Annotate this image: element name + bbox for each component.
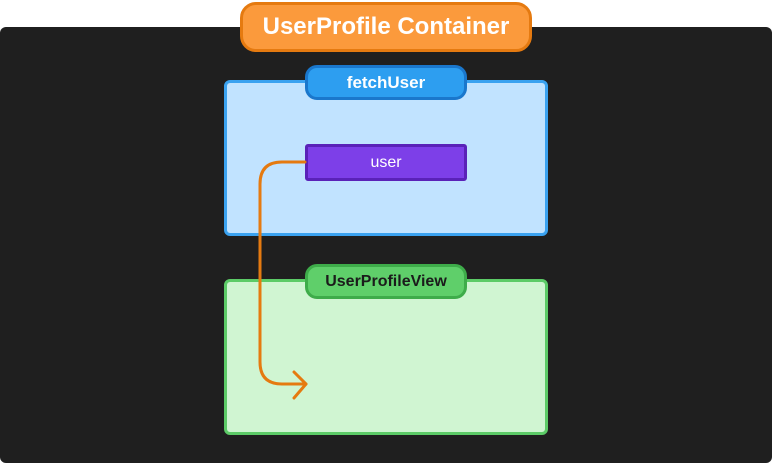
user-profile-view-label: UserProfileView xyxy=(305,264,467,299)
fetch-user-label: fetchUser xyxy=(305,65,467,100)
container-label: UserProfile Container xyxy=(240,2,532,52)
user-node: user xyxy=(305,144,467,181)
user-profile-view-box xyxy=(224,279,548,435)
